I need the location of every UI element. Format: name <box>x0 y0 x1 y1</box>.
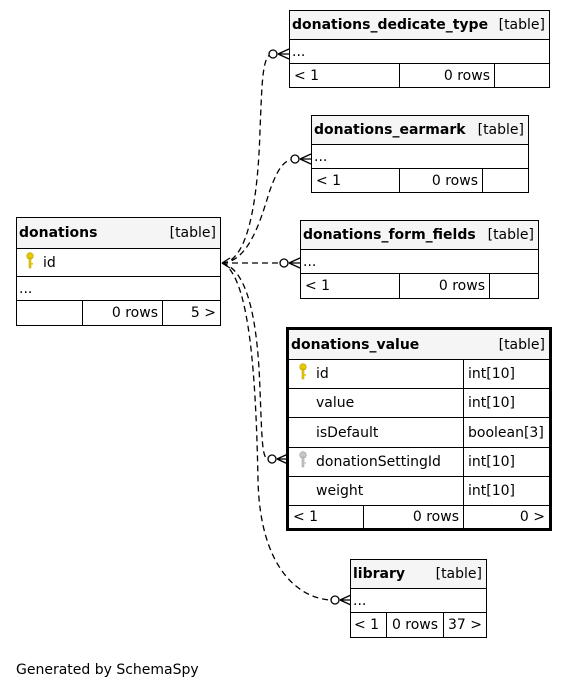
edge-end-circle <box>279 258 289 268</box>
edge-end-circle <box>290 154 300 164</box>
crowfoot <box>299 153 312 165</box>
table-name: donations_dedicate_type <box>292 17 489 33</box>
edge-end-circle <box>268 49 278 59</box>
column-row: value int[10] <box>289 389 549 418</box>
foreign-key-icon <box>298 451 308 473</box>
table-header: donations_value [table] <box>289 330 549 360</box>
table-name: donations <box>19 225 98 241</box>
table-type: [table] <box>477 122 524 138</box>
table-footer: < 1 0 rows <box>312 169 528 192</box>
rows-count: 0 rows <box>399 274 489 298</box>
table-type: [table] <box>169 225 216 241</box>
column-type: int[10] <box>463 477 549 505</box>
table-donations-form-fields[interactable]: donations_form_fields [table] ... < 1 0 … <box>300 220 539 299</box>
columns-ellipsis: ... <box>351 589 486 613</box>
children-count[interactable] <box>494 64 549 87</box>
table-footer: < 1 0 rows <box>301 274 538 298</box>
crowfoot <box>277 48 290 60</box>
table-name: donations_earmark <box>314 122 466 138</box>
table-donations[interactable]: donations [table] id ... 0 rows 5 > <box>16 217 221 326</box>
edge-library <box>221 262 331 601</box>
table-name: donations_form_fields <box>303 227 476 243</box>
table-name: library <box>353 566 406 582</box>
table-library[interactable]: library [table] ... < 1 0 rows 37 > <box>350 559 487 638</box>
column-name: id <box>43 254 56 271</box>
column-name: isDefault <box>316 424 379 441</box>
column-name: donationSettingId <box>316 454 441 470</box>
children-count[interactable]: 37 > <box>443 613 486 637</box>
column-row: id int[10] <box>289 360 549 389</box>
column-name: value <box>316 395 355 411</box>
column-cell: donationSettingId <box>289 448 463 476</box>
columns-ellipsis: ... <box>312 145 528 169</box>
crowfoot <box>221 257 231 269</box>
column-id: id <box>17 249 56 276</box>
table-footer: < 1 0 rows 0 > <box>289 506 549 528</box>
rows-count: 0 rows <box>82 301 162 325</box>
table-header: library [table] <box>351 560 486 589</box>
rows-count: 0 rows <box>386 613 443 637</box>
columns-ellipsis: ... <box>301 250 538 274</box>
parents-count[interactable]: < 1 <box>294 67 320 84</box>
primary-key-icon <box>298 363 308 385</box>
table-footer: 0 rows 5 > <box>17 301 220 325</box>
column-type: boolean[3] <box>463 418 549 447</box>
table-header: donations_earmark [table] <box>312 116 528 145</box>
parents-count[interactable]: < 1 <box>305 278 331 294</box>
edge-donations-value <box>221 262 269 460</box>
table-type: [table] <box>435 566 482 582</box>
table-name: donations_value <box>291 336 420 353</box>
children-count[interactable]: 0 > <box>463 506 549 528</box>
rows-count: 0 rows <box>363 506 463 528</box>
table-footer: < 1 0 rows 37 > <box>351 613 486 637</box>
parents-count[interactable]: < 1 <box>293 509 319 525</box>
table-donations-dedicate-type[interactable]: donations_dedicate_type [table] ... < 1 … <box>289 10 550 88</box>
parents-count[interactable] <box>17 301 82 325</box>
rows-count: 0 rows <box>399 169 482 192</box>
table-header: donations_form_fields [table] <box>301 221 538 250</box>
parents-count[interactable]: < 1 <box>354 617 380 633</box>
column-row: weight int[10] <box>289 477 549 506</box>
table-type: [table] <box>498 17 545 33</box>
column-type: int[10] <box>463 389 549 417</box>
parents-count[interactable]: < 1 <box>316 172 342 189</box>
children-count[interactable] <box>489 274 538 298</box>
table-footer: < 1 0 rows <box>290 64 549 87</box>
children-count[interactable]: 5 > <box>162 301 220 325</box>
primary-key-icon <box>25 251 35 274</box>
table-header: donations [table] <box>17 218 220 249</box>
edge-dedicate-type <box>221 53 273 264</box>
table-donations-value[interactable]: donations_value [table] id int[10] value… <box>286 327 552 531</box>
crowfoot <box>288 257 301 269</box>
edge-earmark <box>221 158 295 264</box>
crowfoot <box>339 594 352 606</box>
column-row: isDefault boolean[3] <box>289 418 549 448</box>
column-type: int[10] <box>463 360 549 388</box>
table-type: [table] <box>498 336 545 353</box>
table-header: donations_dedicate_type [table] <box>290 11 549 40</box>
column-cell: id <box>289 360 463 388</box>
column-row: donationSettingId int[10] <box>289 448 549 477</box>
column-name: weight <box>316 483 364 499</box>
children-count[interactable] <box>482 169 528 192</box>
column-type: int[10] <box>463 448 549 476</box>
edge-end-circle <box>330 595 340 605</box>
columns-ellipsis: ... <box>290 40 549 64</box>
column-row: id <box>17 249 220 277</box>
columns-ellipsis: ... <box>17 277 220 301</box>
column-name: id <box>316 366 329 382</box>
table-donations-earmark[interactable]: donations_earmark [table] ... < 1 0 rows <box>311 115 529 193</box>
edge-end-circle <box>267 454 277 464</box>
rows-count: 0 rows <box>399 64 494 87</box>
generated-by-text: Generated by SchemaSpy <box>16 662 199 678</box>
table-type: [table] <box>487 227 534 243</box>
